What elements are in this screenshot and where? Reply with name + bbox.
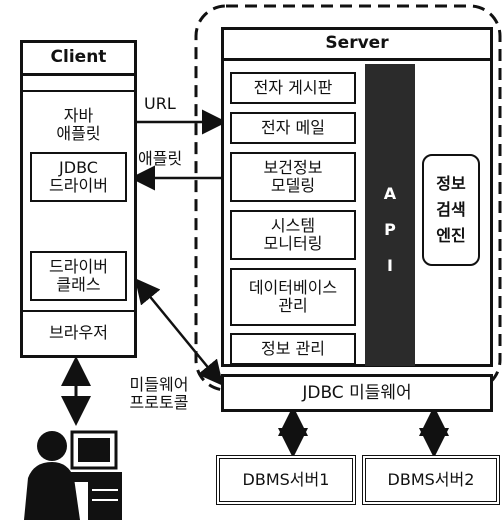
middleware-protocol-label: 미들웨어 프로토콜 [129, 375, 189, 412]
api-letter-i: I [387, 255, 393, 275]
middleware-protocol-arrow [134, 278, 224, 386]
jdbc-driver-box: JDBC 드라이버 [30, 152, 127, 202]
api-bar [365, 64, 415, 366]
module-email: 전자 메일 [230, 112, 356, 144]
module-system-monitoring: 시스템 모니터링 [230, 210, 356, 260]
client-title: Client [20, 40, 137, 76]
server-title: Server [221, 27, 493, 61]
module-database-management: 데이터베이스 관리 [230, 268, 356, 326]
driver-class-box: 드라이버 클래스 [30, 251, 127, 301]
module-info-management: 정보 관리 [230, 333, 356, 365]
applet-label: 애플릿 [138, 149, 183, 168]
api-letter-a: A [383, 183, 397, 203]
dbms-server-2: DBMS서버2 [362, 455, 500, 505]
url-label: URL [144, 94, 176, 113]
module-bulletin-board: 전자 게시판 [230, 72, 356, 104]
java-applet-label: 자바 애플릿 [56, 106, 101, 143]
module-health-info-modeling: 보건정보 모델링 [230, 152, 356, 202]
api-letter-p: P [384, 219, 396, 239]
search-engine-box: 정보 검색 엔진 [422, 154, 480, 266]
browser-label: 브라우저 [49, 323, 108, 342]
jdbc-middleware-box: JDBC 미들웨어 [221, 374, 493, 412]
dbms-server-1: DBMS서버1 [216, 455, 356, 505]
client-inner-frame [20, 90, 137, 312]
